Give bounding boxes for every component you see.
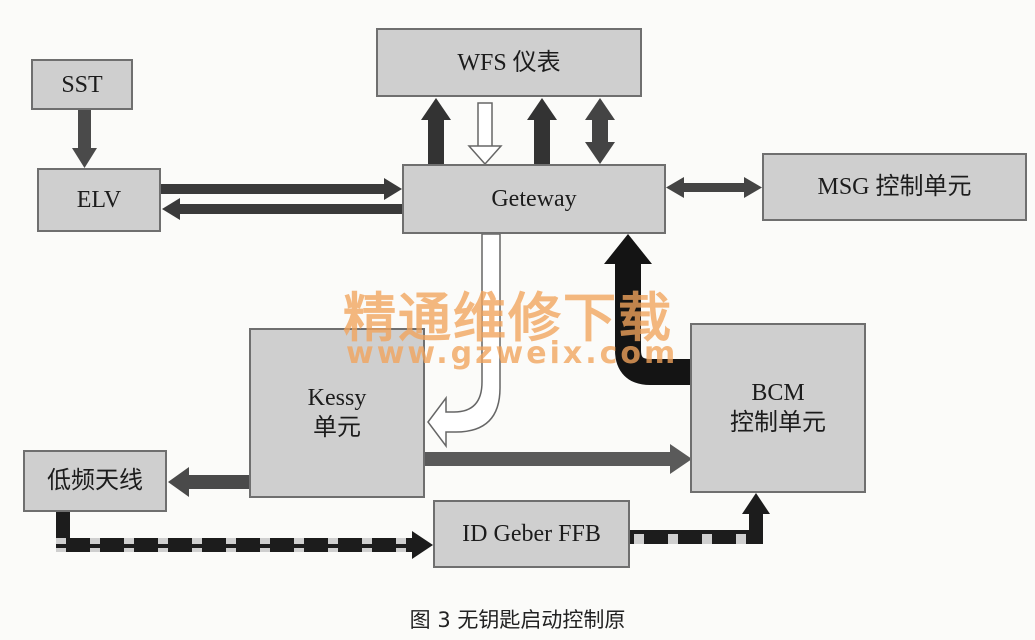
id-geber-ffb-box: ID Geber FFB [433, 500, 630, 568]
sst-label: SST [61, 71, 103, 98]
watermark-title: 精通维修下载 [343, 288, 673, 349]
watermark-url: www.gzweix.com [346, 336, 679, 371]
arrow-antenna-to-id-geber [56, 512, 433, 559]
arrow-kessy-to-antenna [168, 467, 249, 497]
gateway-label: Geteway [491, 186, 577, 212]
arrow-wfs-to-gateway [467, 102, 503, 166]
arrow-gateway-to-kessy [427, 233, 501, 449]
arrow-elv-to-gateway [161, 178, 402, 200]
id-geber-label: ID Geber FFB [462, 521, 601, 547]
low-freq-antenna-label: 低频天线 [47, 468, 143, 494]
arrow-id-geber-to-bcm [630, 493, 770, 544]
msg-control-unit-box: MSG 控制单元 [762, 153, 1027, 221]
arrow-kessy-to-bcm [425, 444, 692, 474]
arrow-gateway-to-elv [162, 198, 402, 220]
wfs-instrument-box: WFS 仪表 [376, 28, 642, 97]
msg-label: MSG 控制单元 [817, 174, 972, 200]
kessy-label-line2: 单元 [313, 415, 361, 441]
arrow-gateway-to-wfs-1 [421, 98, 451, 164]
arrow-gateway-wfs-bidirectional [585, 98, 615, 164]
kessy-label-line1: Kessy [307, 385, 367, 411]
elv-label: ELV [76, 187, 122, 213]
arrow-sst-to-elv [72, 110, 97, 168]
bcm-label-line2: 控制单元 [730, 410, 826, 436]
gateway-box: Geteway [402, 164, 666, 234]
wfs-label: WFS 仪表 [457, 49, 561, 76]
arrow-bcm-to-gateway [604, 234, 690, 385]
elv-box: ELV [37, 168, 161, 232]
bcm-control-unit-box: BCM 控制单元 [690, 323, 866, 493]
arrow-gateway-msg-bidirectional [666, 177, 762, 198]
bcm-label-line1: BCM [751, 380, 805, 406]
kessy-unit-box: Kessy 单元 [249, 328, 425, 498]
figure-caption: 图 3 无钥匙启动控制原 [409, 608, 626, 632]
arrow-gateway-to-wfs-2 [527, 98, 557, 164]
low-freq-antenna-box: 低频天线 [23, 450, 167, 512]
sst-box: SST [31, 59, 133, 110]
